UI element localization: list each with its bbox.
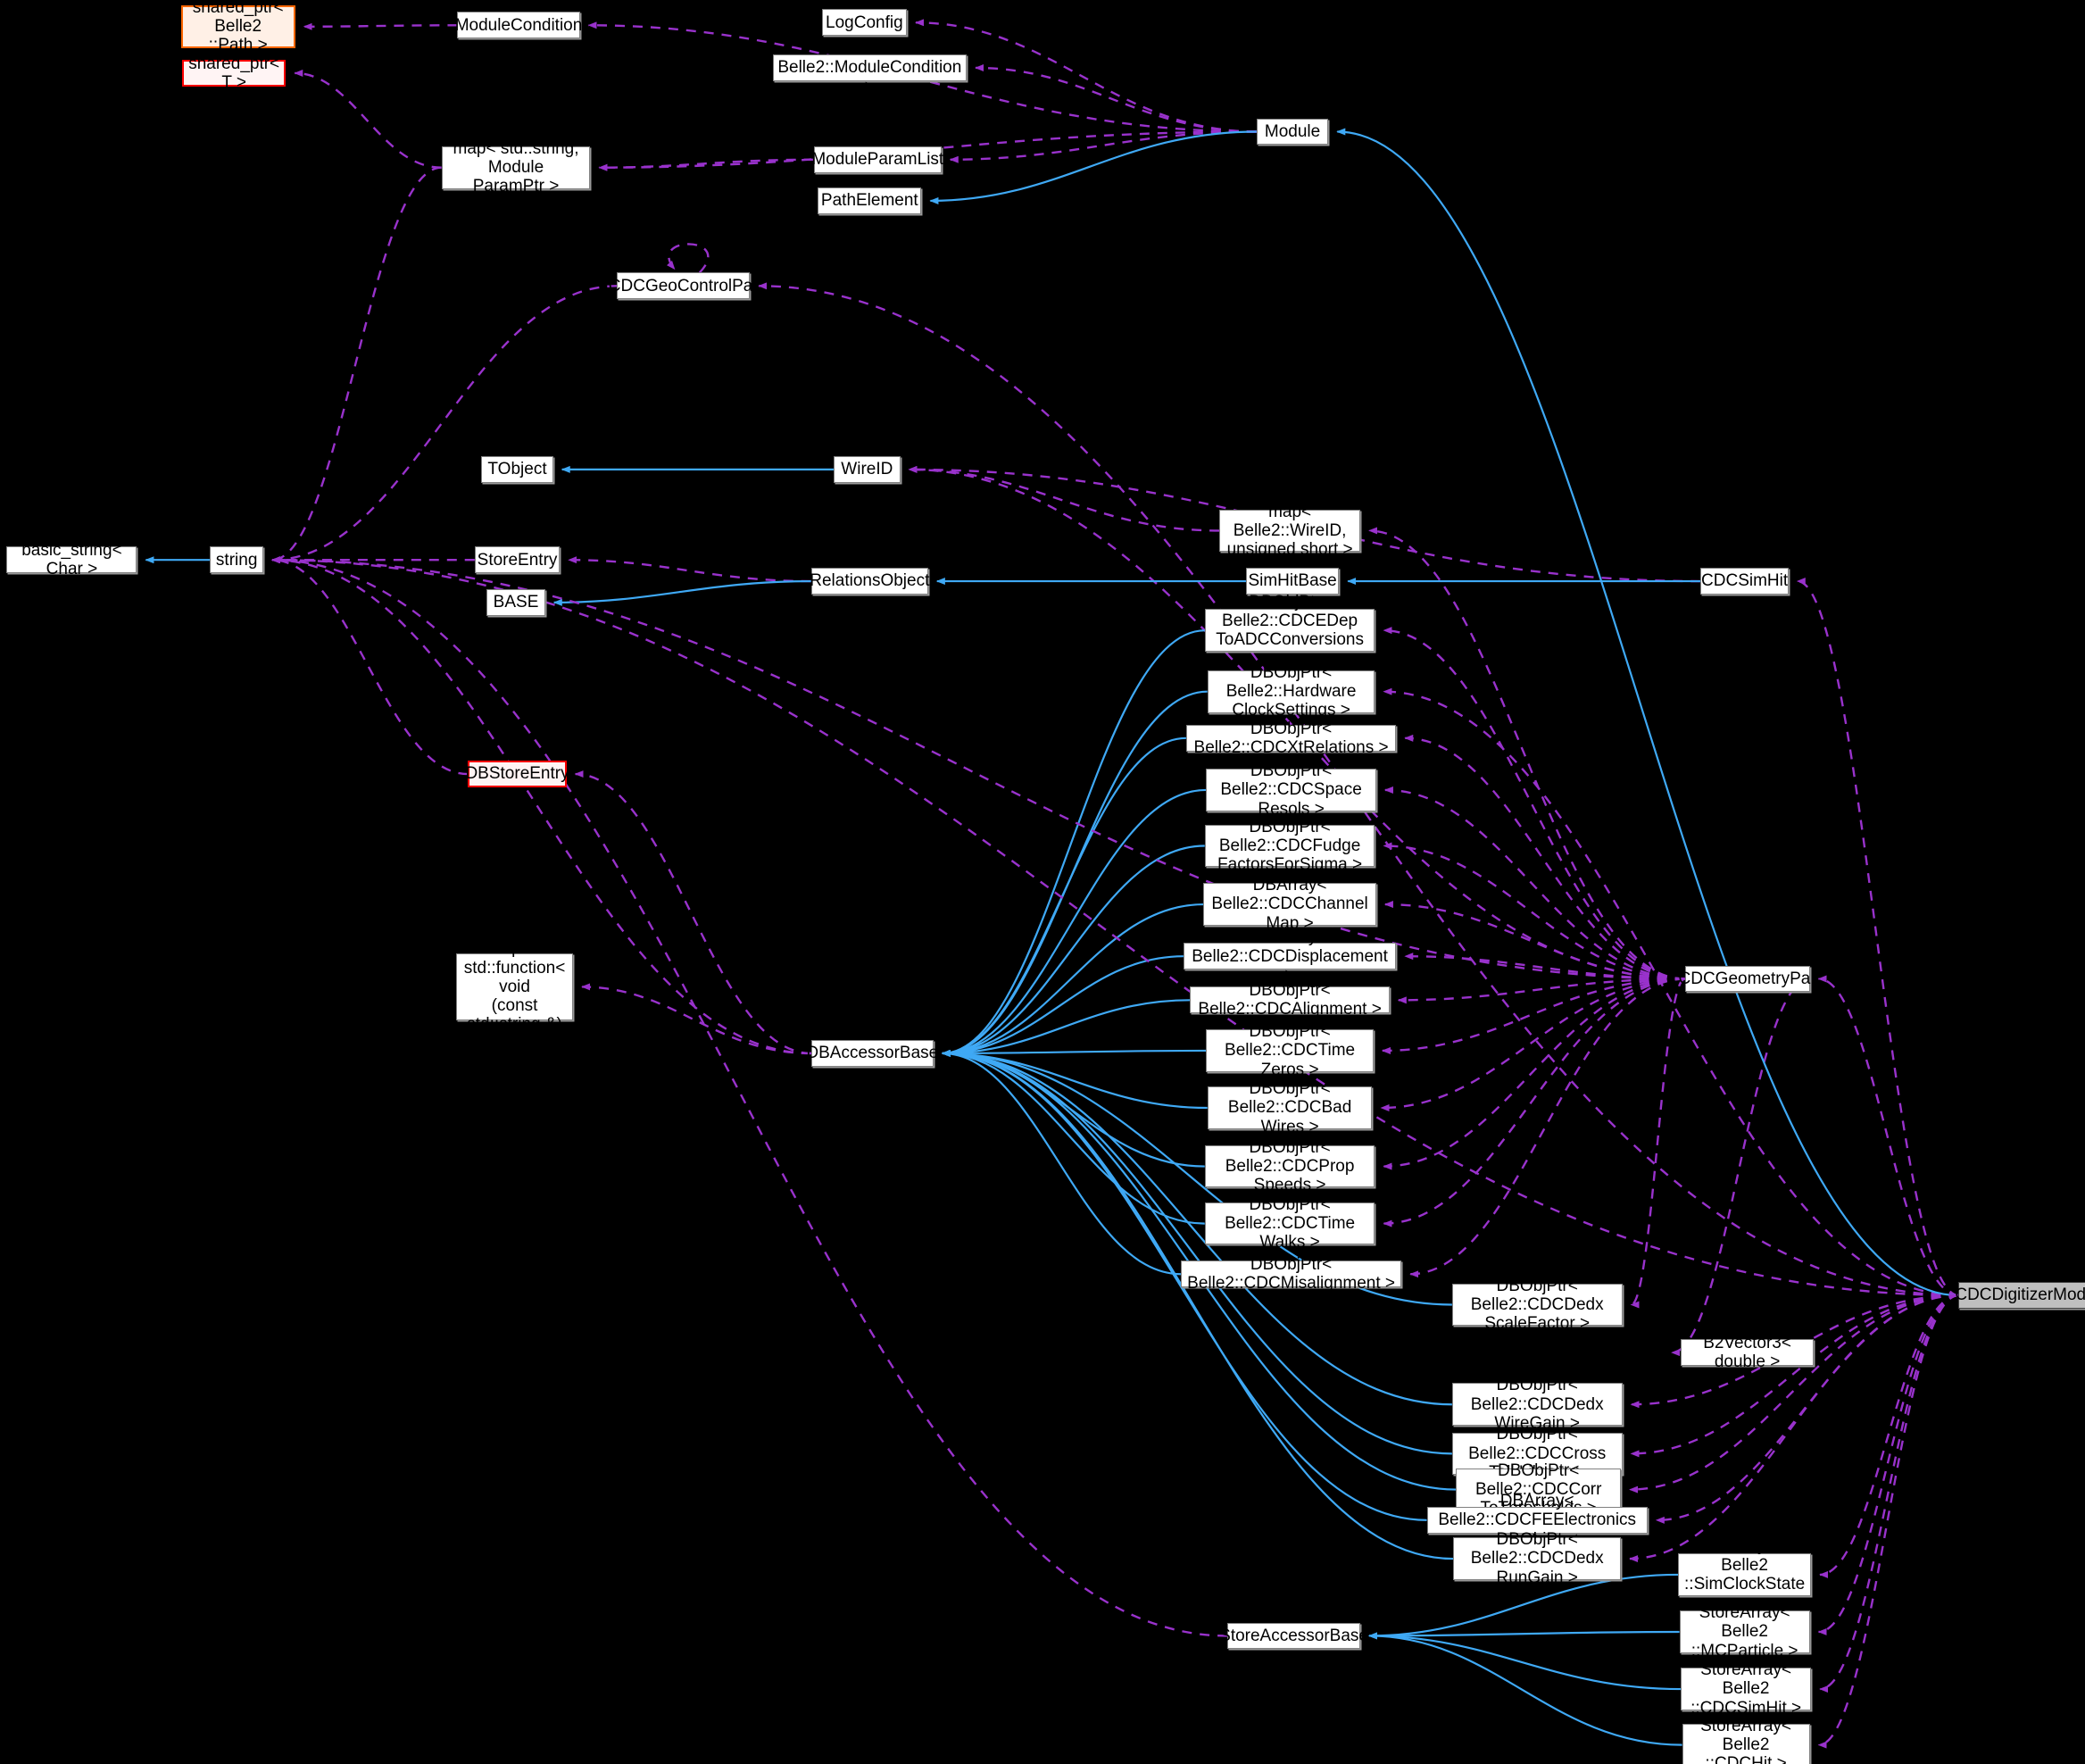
class-node-string[interactable]: string [210,546,263,574]
class-node-wire-id[interactable]: WireID [834,456,901,483]
class-node-path-element[interactable]: PathElement [818,187,922,214]
class-node-dba-channelmap[interactable]: DBArray< Belle2::CDCChannel Map > [1203,876,1376,933]
class-node-store-arr-cdcsimhit[interactable]: StoreArray< Belle2 ::CDCSimHit > [1681,1660,1812,1718]
class-node-db-propspeeds[interactable]: DBObjPtr< Belle2::CDCProp Speeds > [1204,1138,1375,1194]
class-node-cdc-geo-control-par[interactable]: CDCGeoControlPar [609,272,759,300]
class-node-b2vector3[interactable]: B2Vector3< double > [1681,1334,1815,1371]
class-node-cdc-geometry-par[interactable]: CDCGeometryPar [1679,965,1816,993]
class-node-db-hwclock[interactable]: DBObjPtr< Belle2::Hardware ClockSettings… [1207,663,1375,720]
class-node-cdc-digitizer-module: CDCDigitizerModule [1955,1282,2085,1309]
class-node-db-crosstalk[interactable]: DBObjPtr< Belle2::CDCCross TalkLibrary > [1451,1425,1623,1482]
class-node-base[interactable]: BASE [486,588,545,616]
class-node-vector-modcond[interactable]: vector< Belle2::ModuleCondition > [772,39,968,96]
class-node-db-fudge[interactable]: DBObjPtr< Belle2::CDCFudge FactorsForSig… [1204,818,1375,874]
class-node-db-accessor-base[interactable]: DBAccessorBase [806,1040,938,1067]
class-node-db-dedx-scale[interactable]: DBObjPtr< Belle2::CDCDedx ScaleFactor > [1451,1277,1623,1333]
class-node-dba-feelectronics[interactable]: DBArray< Belle2::CDCFEElectronics > [1426,1492,1648,1548]
class-node-shared-ptr-t[interactable]: shared_ptr< T > [182,54,287,92]
class-node-store-arr-cdchit[interactable]: StoreArray< Belle2 ::CDCHit > [1682,1717,1810,1764]
class-node-tobject[interactable]: TObject [481,456,553,483]
class-node-db-dedx-wiregain[interactable]: DBObjPtr< Belle2::CDCDedx WireGain > [1451,1376,1623,1433]
class-node-store-objptr-clock[interactable]: StoreObjPtr< Belle2 ::SimClockState > [1678,1536,1812,1612]
class-node-map-wireid-ushort[interactable]: map< Belle2::WireID, unsigned short > [1219,503,1361,559]
class-node-db-misalignment[interactable]: DBObjPtr< Belle2::CDCMisalignment > [1180,1255,1402,1293]
class-node-db-timezeros[interactable]: DBObjPtr< Belle2::CDCTime Zeros > [1206,1022,1374,1079]
class-node-db-cdcedep[interactable]: DBObjPtr< Belle2::CDCEDep ToADCConversio… [1204,593,1375,668]
class-node-store-accessor-base[interactable]: StoreAccessorBase [1219,1622,1368,1650]
class-node-module-param-list[interactable]: ModuleParamList [811,146,943,173]
class-node-module[interactable]: Module [1256,118,1329,146]
class-node-db-spaceresols[interactable]: DBObjPtr< Belle2::CDCSpace Resols > [1206,761,1376,819]
class-node-db-xtrel[interactable]: DBObjPtr< Belle2::CDCXtRelations > [1185,720,1397,757]
class-node-module-condition[interactable]: ModuleCondition [455,12,582,39]
class-node-cdc-sim-hit[interactable]: CDCSimHit [1700,568,1789,595]
class-node-store-entry[interactable]: StoreEntry [474,546,561,574]
class-node-map-string-modparam[interactable]: map< std::string, Module ParamPtr > [441,139,591,196]
class-node-db-dedx-rungain[interactable]: DBObjPtr< Belle2::CDCDedx RunGain > [1453,1530,1622,1587]
class-node-db-badwires[interactable]: DBObjPtr< Belle2::CDCBad Wires > [1207,1079,1373,1136]
class-node-log-config[interactable]: LogConfig [821,9,908,37]
class-node-basic-string-char[interactable]: basic_string< Char > [6,541,137,578]
class-node-shared-ptr-path[interactable]: shared_ptr< Belle2 ::Path > [180,0,295,54]
class-node-db-store-entry[interactable]: DBStoreEntry [465,761,569,787]
class-node-db-timewalks[interactable]: DBObjPtr< Belle2::CDCTime Walks > [1204,1195,1375,1252]
class-node-sim-hit-base[interactable]: SimHitBase [1245,568,1340,595]
class-node-vector-pair-fn[interactable]: vector< std::pair< std::function< void (… [456,920,574,1053]
class-node-db-alignment[interactable]: DBObjPtr< Belle2::CDCAlignment > [1190,981,1390,1019]
class-node-dba-displacement[interactable]: DBArray< Belle2::CDCDisplacement > [1183,928,1397,985]
class-node-relations-object[interactable]: RelationsObject [810,568,929,595]
class-node-store-arr-mcpart[interactable]: StoreArray< Belle2 ::MCParticle > [1679,1603,1810,1660]
